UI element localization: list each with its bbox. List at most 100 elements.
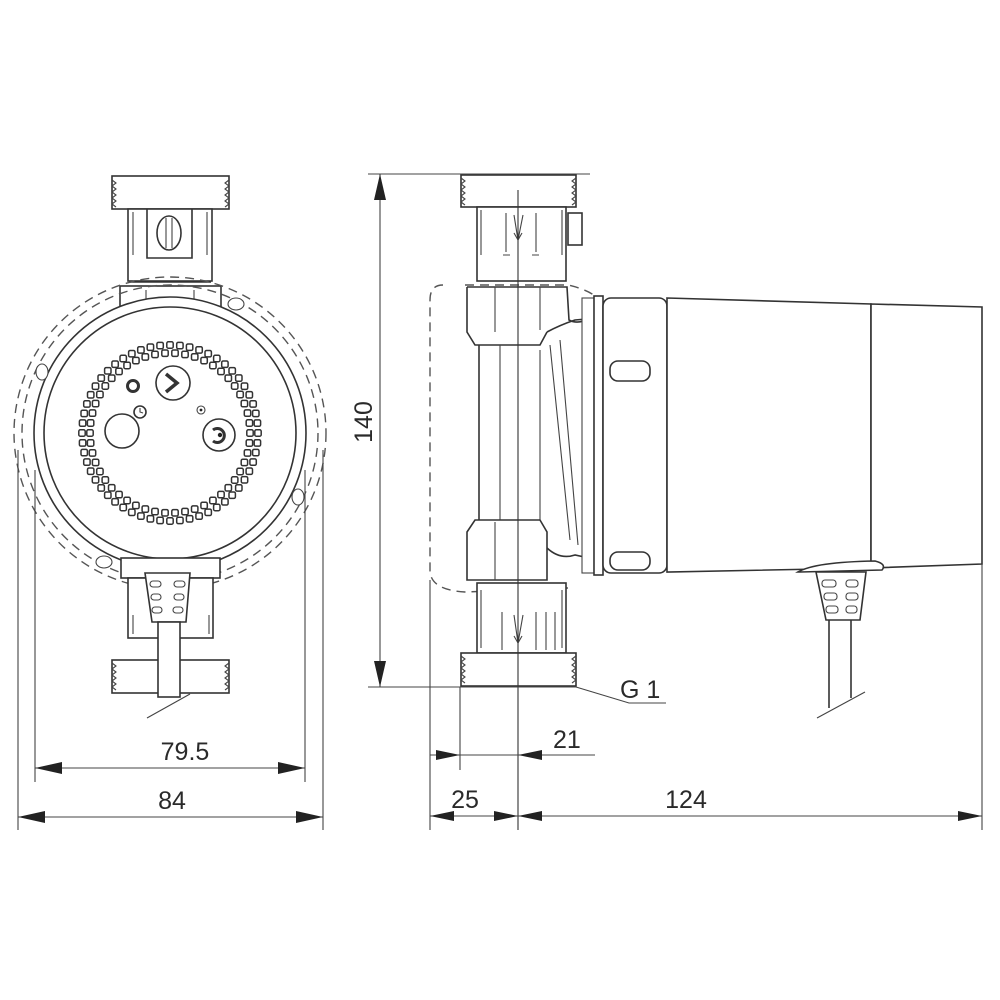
dimension-21: 21 xyxy=(430,726,595,760)
led-segment xyxy=(91,475,100,484)
motor-end-cap xyxy=(870,303,983,569)
led-segment xyxy=(171,508,179,517)
led-segment xyxy=(185,343,194,352)
led-segment xyxy=(212,503,221,512)
led-segment xyxy=(131,356,140,365)
led-segment xyxy=(82,399,91,408)
led-segment xyxy=(161,508,169,517)
led-segment xyxy=(103,491,112,500)
led-segment xyxy=(141,352,150,361)
led-segment xyxy=(111,497,120,506)
led-segment xyxy=(224,483,233,492)
dimension-124: 124 xyxy=(518,786,982,821)
clock-icon xyxy=(133,405,147,419)
led-segment xyxy=(243,409,252,418)
led-segment xyxy=(95,467,104,476)
led-segment xyxy=(101,476,110,484)
led-segment xyxy=(101,382,110,390)
led-segment xyxy=(119,503,128,512)
led-segment xyxy=(86,467,95,476)
led-segment xyxy=(251,448,260,457)
led-segment xyxy=(230,382,239,390)
led-segment xyxy=(236,390,245,399)
led-segment xyxy=(245,439,254,447)
led-segment xyxy=(253,438,262,447)
led-segment xyxy=(78,429,86,437)
led-segment xyxy=(95,390,104,399)
led-segment xyxy=(240,382,249,391)
power-cable xyxy=(157,621,181,698)
led-segment xyxy=(200,356,209,365)
led-segment xyxy=(127,508,136,517)
dimension-79-5-label: 79.5 xyxy=(161,738,210,766)
led-segment xyxy=(156,516,165,525)
dimension-25-label: 25 xyxy=(451,786,479,814)
led-segment xyxy=(245,467,254,476)
led-segment xyxy=(78,438,87,447)
led-segment xyxy=(91,399,100,408)
led-segment xyxy=(86,390,95,399)
power-led-icon xyxy=(126,379,140,393)
led-segment xyxy=(246,429,254,437)
cycle-button[interactable] xyxy=(202,418,236,452)
led-segment xyxy=(161,349,169,358)
led-segment xyxy=(91,458,100,467)
dimension-140: 140 xyxy=(350,173,590,688)
led-segment xyxy=(224,374,233,383)
led-segment xyxy=(146,514,155,523)
led-segment xyxy=(195,512,204,521)
led-segment xyxy=(234,483,243,492)
led-segment xyxy=(88,409,97,418)
screw-icon xyxy=(156,215,182,251)
led-segment xyxy=(82,458,91,467)
led-segment xyxy=(200,501,209,510)
led-segment xyxy=(151,350,159,359)
led-segment xyxy=(123,361,132,370)
led-segment xyxy=(91,382,100,391)
dimension-25: 25 xyxy=(430,786,518,821)
led-segment xyxy=(175,341,184,350)
led-segment xyxy=(181,350,189,359)
led-segment xyxy=(127,349,136,358)
thread-label: G 1 xyxy=(620,676,660,704)
cable-gland xyxy=(144,572,191,623)
led-segment xyxy=(103,366,112,375)
dimension-79-5: 79.5 xyxy=(35,738,305,774)
led-segment xyxy=(240,475,249,484)
led-segment xyxy=(254,429,262,437)
led-segment xyxy=(190,505,199,514)
led-segment xyxy=(107,483,116,492)
led-segment xyxy=(151,507,159,516)
led-segment xyxy=(115,367,123,376)
motor-flange xyxy=(602,297,668,574)
led-segment xyxy=(249,458,258,467)
led-segment xyxy=(156,341,165,350)
side-cable-gland xyxy=(815,571,867,621)
led-segment xyxy=(136,345,145,354)
led-segment xyxy=(253,419,262,428)
control-panel xyxy=(104,365,236,452)
dimension-124-label: 124 xyxy=(665,786,707,814)
arrow-right-button[interactable] xyxy=(155,365,191,401)
led-segment xyxy=(146,343,155,352)
led-segment xyxy=(228,366,237,375)
led-segment xyxy=(245,419,254,427)
led-segment xyxy=(190,352,199,361)
led-segment xyxy=(86,439,95,447)
dimension-84: 84 xyxy=(18,787,323,823)
led-segment xyxy=(86,429,94,437)
led-segment xyxy=(111,360,120,369)
led-segment xyxy=(136,512,145,521)
led-segment xyxy=(78,419,87,428)
led-segment xyxy=(217,490,225,499)
led-segment xyxy=(97,374,106,383)
led-segment xyxy=(208,361,217,370)
led-segment xyxy=(251,409,260,418)
led-segment xyxy=(249,399,258,408)
dimension-140-label: 140 xyxy=(350,401,378,443)
thread-callout: G 1 xyxy=(575,676,666,704)
led-segment xyxy=(175,516,184,525)
led-segment xyxy=(80,448,89,457)
led-segment xyxy=(185,514,194,523)
